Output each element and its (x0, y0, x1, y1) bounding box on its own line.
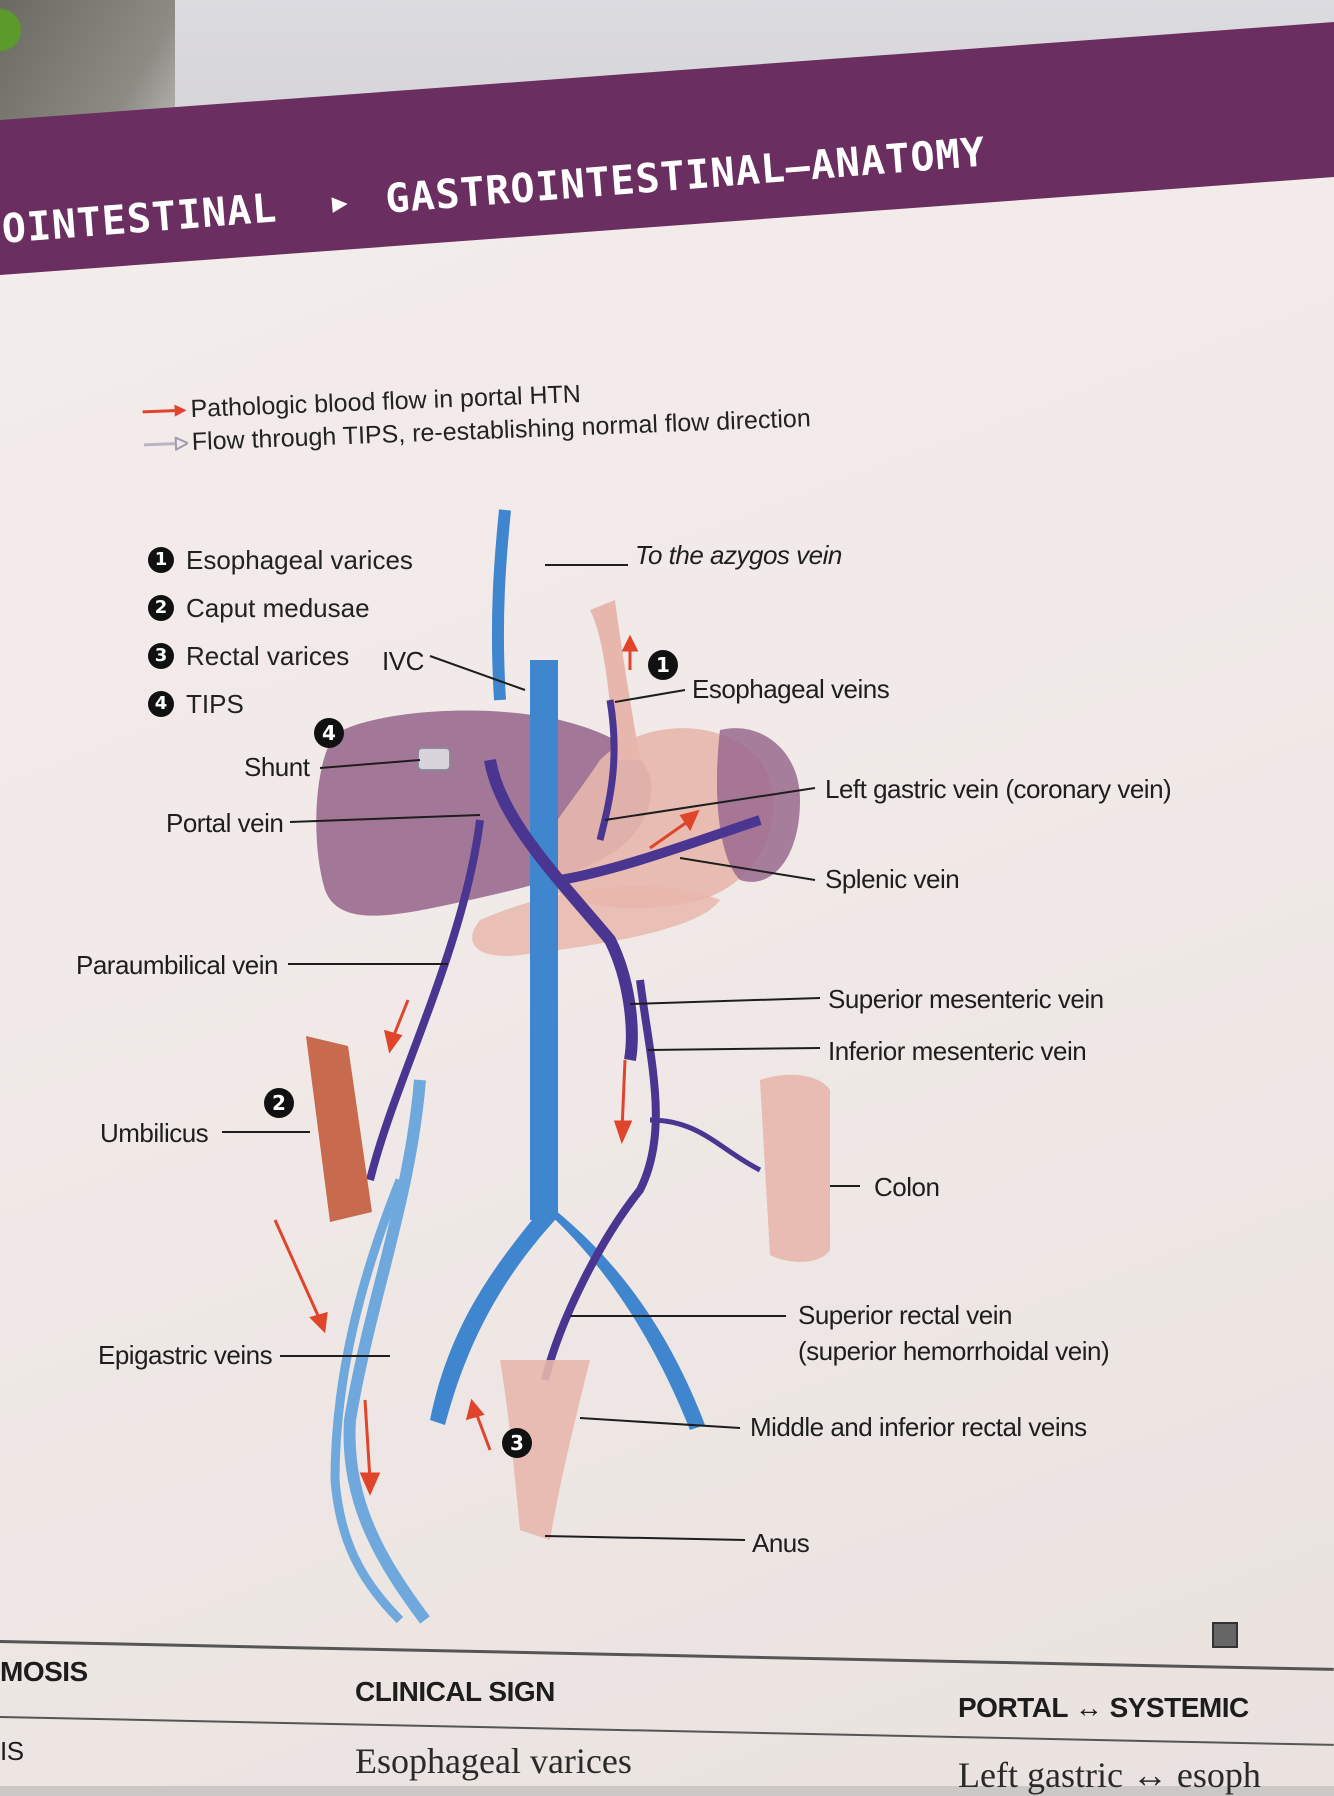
label-esophageal-veins: Esophageal veins (692, 674, 889, 705)
umbilicus-shape (306, 1036, 372, 1222)
label-shunt: Shunt (244, 752, 309, 783)
label-left-gastric: Left gastric vein (coronary vein) (825, 774, 1171, 805)
table-cell-anastomosis: IS (0, 1736, 24, 1767)
spleen-shape (717, 728, 800, 882)
label-portal-vein: Portal vein (166, 808, 283, 839)
azygos-vessel (498, 510, 505, 700)
colon-branch-vessel (650, 1120, 760, 1170)
table-header-anastomosis: MOSIS (0, 1656, 88, 1688)
label-umbilicus: Umbilicus (100, 1118, 208, 1149)
label-superior-rectal: Superior rectal vein (798, 1300, 1012, 1331)
label-epigastric: Epigastric veins (98, 1340, 272, 1371)
label-paraumbilical: Paraumbilical vein (76, 950, 278, 981)
label-superior-hemorrhoidal: (superior hemorrhoidal vein) (798, 1336, 1109, 1367)
table-header-portal-systemic: PORTAL ↔ SYSTEMIC (958, 1692, 1249, 1724)
label-inferior-mesenteric: Inferior mesenteric vein (828, 1036, 1086, 1067)
label-superior-mesenteric: Superior mesenteric vein (828, 984, 1104, 1015)
table-cell-portal-systemic: Left gastric ↔ esoph (958, 1754, 1261, 1796)
page-corner-icon (1212, 1622, 1238, 1648)
label-splenic: Splenic vein (825, 864, 959, 895)
table-header-clinical-sign: CLINICAL SIGN (355, 1676, 555, 1708)
badge-rectal-varices: 3 (502, 1428, 532, 1458)
label-ivc: IVC (382, 646, 424, 677)
badge-caput-medusae: 2 (264, 1088, 294, 1118)
colon-shape (760, 1075, 830, 1262)
label-mid-inf-rectal: Middle and inferior rectal veins (750, 1412, 1087, 1443)
badge-tips: 4 (314, 718, 344, 748)
label-colon: Colon (874, 1172, 939, 1203)
label-anus: Anus (752, 1528, 809, 1559)
ivc-vessel (530, 660, 558, 1220)
badge-esophageal-varices: 1 (648, 650, 678, 680)
table-cell-clinical-sign: Esophageal varices (355, 1740, 632, 1782)
label-azygos: To the azygos vein (635, 540, 842, 571)
tips-shunt (418, 748, 450, 770)
